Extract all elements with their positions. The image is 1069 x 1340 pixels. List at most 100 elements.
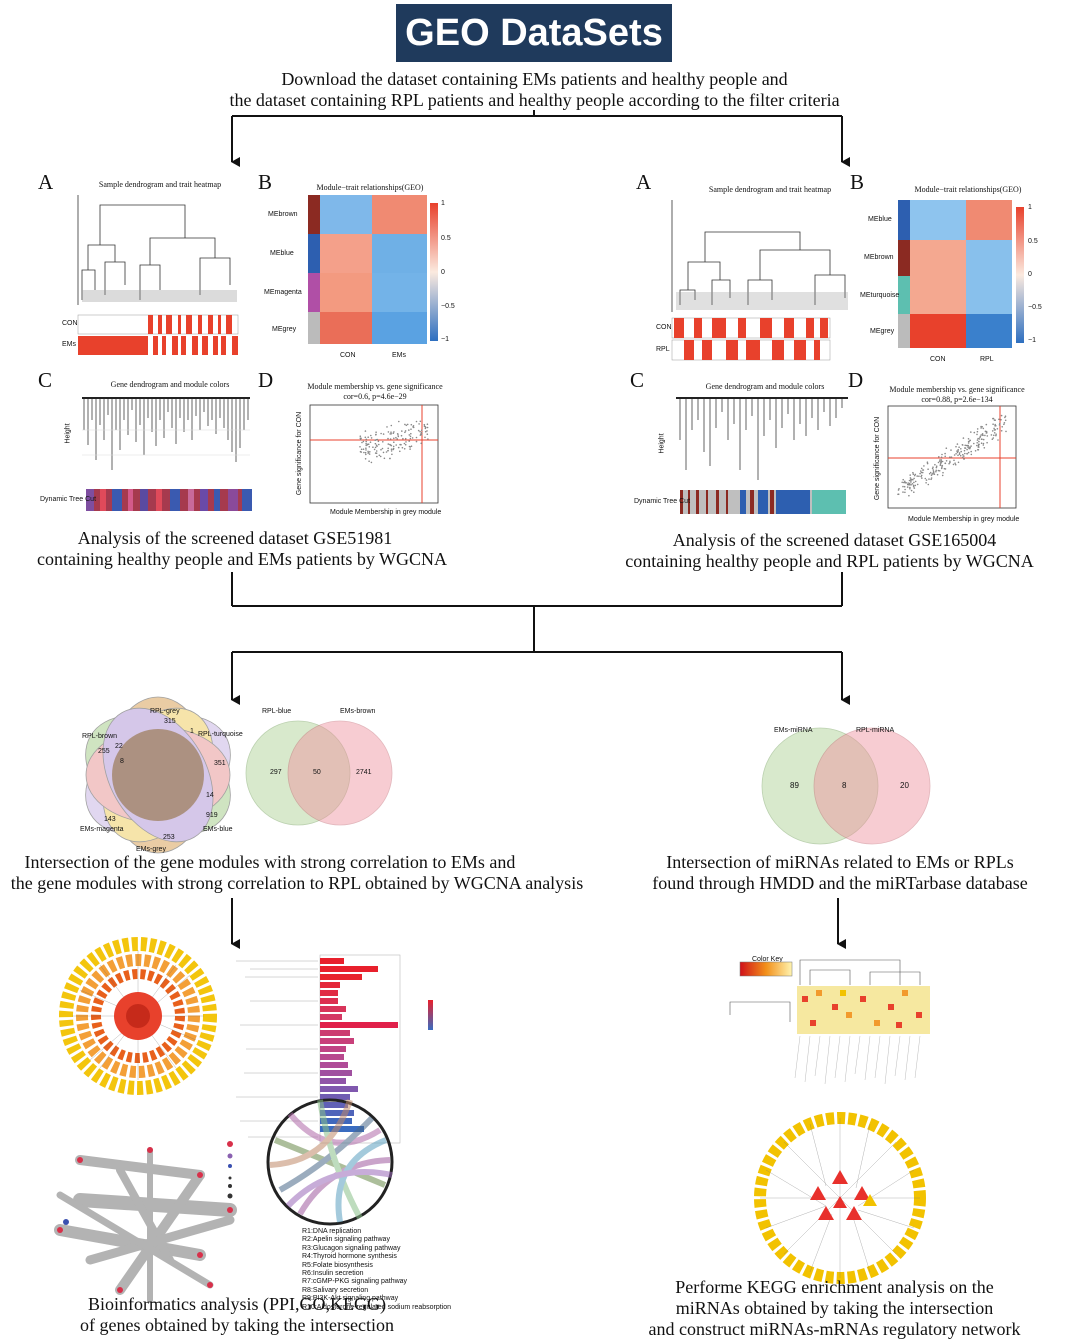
scatter-point [1003,422,1006,424]
scatter-point [914,480,917,483]
right-scale-label: 0 [1028,271,1032,278]
scatter-point [396,438,399,440]
scatter-point [404,430,407,432]
scatter-point [382,451,385,454]
scatter-point [921,477,923,479]
scatter-point [935,469,937,472]
scatter-point [420,442,423,445]
scatter-point [916,483,919,486]
scatter-point [410,423,413,426]
gene-venn-caption-1: Intersection of the gene modules with st… [24,852,516,872]
mirna-venn-count: 89 [790,781,799,790]
scatter-point [939,464,942,467]
scatter-point [398,420,400,423]
mirna-venn-label: EMs-miRNA [774,727,813,734]
scatter-point [1000,418,1002,421]
scatter-point [986,432,988,434]
scatter-point [359,446,361,448]
scatter-point [982,427,985,430]
left-panel-b-title: Module−trait relationships(GEO) [316,183,424,192]
scatter-point [944,462,947,465]
venn-count: 315 [164,718,176,725]
scatter-point [940,461,942,464]
scatter-point [370,461,373,464]
scatter-point [426,423,429,426]
left-scale-label: 1 [441,200,445,207]
scatter-point [936,473,939,476]
left-module-label: MEgrey [272,326,297,333]
scatter-point [365,442,367,445]
scatter-point [958,452,961,454]
scatter-point [376,455,378,458]
scatter-point [389,438,392,440]
scatter-point [976,428,979,430]
scatter-point [994,425,996,427]
scatter-point [980,427,982,429]
scatter-point [927,483,930,486]
scatter-point [368,446,371,448]
scatter-point [961,444,964,446]
scatter-point [976,442,978,444]
scatter-point [424,427,427,430]
venn-count: 253 [163,834,175,841]
scatter-point [956,450,958,452]
scatter-point [378,454,381,457]
scatter-point [417,429,420,432]
scatter-point [912,471,914,474]
scatter-point [409,435,412,438]
venn-count: 22 [115,743,123,750]
scatter-point [390,444,393,447]
scatter-point [963,458,965,460]
scatter-point [902,485,904,488]
scatter-point [904,491,906,494]
left-panel-d-title: Module membership vs. gene significance [307,382,443,391]
scatter-point [955,453,957,455]
scatter-point [932,472,935,474]
scatter-point [369,451,371,453]
scatter-point [940,460,943,463]
scatter-point [911,478,913,481]
scatter-point [930,477,933,479]
scatter-point [395,436,397,439]
scatter-point [370,437,373,439]
scatter-point [424,430,427,433]
scatter-point [375,431,377,434]
scatter-point [380,448,382,451]
scatter-point [922,469,924,471]
scatter-point [382,433,385,435]
right-dendro-rowlabel: Dynamic Tree Cut [634,498,691,505]
scatter-point [392,448,395,450]
venn-count: 8 [120,758,124,765]
scatter-point [967,438,970,440]
scatter-point [960,450,962,453]
kegg-caption-3: and construct miRNAs-mRNAs regulatory ne… [648,1319,1021,1339]
scatter-point [929,471,932,474]
scatter-point [408,445,411,448]
venn-set-label: EMs-blue [203,826,233,833]
bioinfo-caption-2: of genes obtained by taking the intersec… [80,1315,394,1335]
scatter-point [978,446,980,448]
scatter-point [950,449,952,451]
scatter-point [419,434,422,436]
scatter-point [366,443,369,446]
scatter-point [362,440,365,443]
scatter-point [993,427,995,430]
scatter-point [925,482,927,484]
scatter-point [365,438,368,441]
left-scatter-xlabel: Module Membership in grey module [330,509,442,516]
scatter-point [395,444,398,446]
scatter-point [375,452,378,455]
scatter-point [403,442,406,445]
scatter-point [955,445,957,448]
scatter-point [939,459,941,461]
gene-venn-caption-2: the gene modules with strong correlation… [10,873,584,893]
